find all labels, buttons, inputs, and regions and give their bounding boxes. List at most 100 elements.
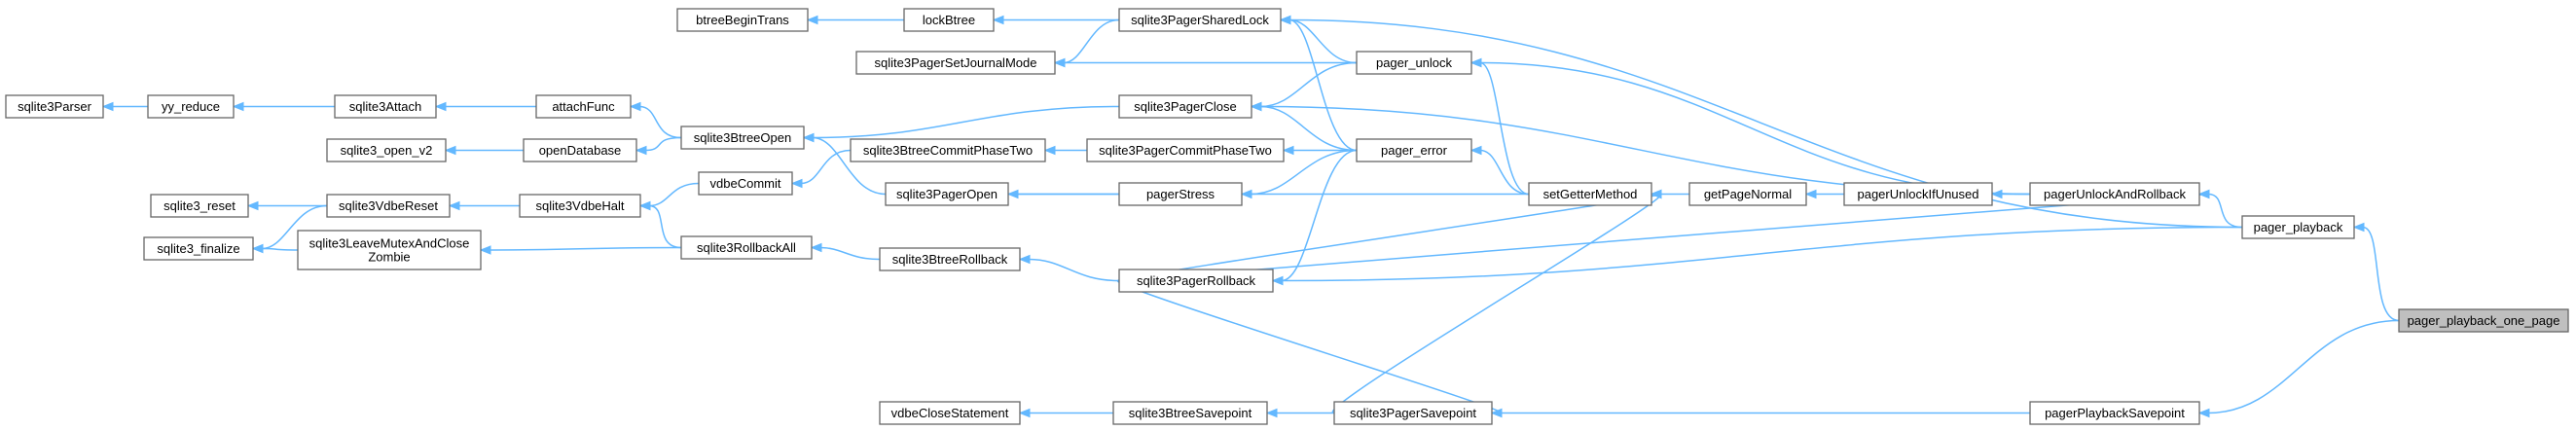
node-box [698,171,793,196]
node-label: sqlite3PagerRollback [1137,273,1256,288]
node-sqlite3_finalize[interactable]: sqlite3_finalize [143,236,254,261]
node-label: sqlite3PagerCommitPhaseTwo [1099,143,1272,158]
node-sqlite3VdbeHalt[interactable]: sqlite3VdbeHalt [519,194,641,218]
node-setGetterMethod[interactable]: setGetterMethod [1528,182,1652,206]
edge-arrowhead [1804,189,1817,199]
node-sqlite3_open_v2[interactable]: sqlite3_open_v2 [326,138,447,162]
node-sqlite3BtreeCommitPhaseTwo[interactable]: sqlite3BtreeCommitPhaseTwo [850,138,1046,162]
node-openDatabase[interactable]: openDatabase [523,138,637,162]
node-label: btreeBeginTrans [696,13,789,27]
node-sqlite3_reset[interactable]: sqlite3_reset [150,194,249,218]
node-sqlite3PagerSavepoint[interactable]: sqlite3PagerSavepoint [1333,401,1493,425]
node-pager_error[interactable]: pager_error [1356,138,1472,162]
edge-arrowhead [246,200,259,211]
node-label: vdbeCommit [710,176,781,191]
edge-arrowhead [1265,408,1278,418]
node-box [147,94,235,119]
edge-arrowhead [810,242,822,253]
edge-arrowhead [2352,222,2365,233]
node-label: sqlite3VdbeHalt [535,198,624,213]
node-pagerPlaybackSavepoint[interactable]: pagerPlaybackSavepoint [2029,401,2200,425]
node-label: attachFunc [552,99,615,114]
edge-openDatabase-to-sqlite3BtreeOpen [644,136,682,152]
edge-arrowhead [434,101,447,112]
node-label: setGetterMethod [1543,187,1638,201]
edge-vdbeCommit-to-sqlite3BtreeCommitPhaseTwo [800,149,852,185]
edge-arrowhead [2197,408,2210,418]
edge-arrowhead [1279,15,1291,25]
edge-arrowhead [1469,145,1482,156]
node-attachFunc[interactable]: attachFunc [535,94,632,119]
edge-sqlite3RollbackAll-to-sqlite3BtreeRollback [819,246,881,261]
edge-arrowhead [1018,254,1031,265]
node-label: pager_error [1381,143,1448,158]
edge-arrowhead [1043,145,1056,156]
node-sqlite3PagerSetJournalMode[interactable]: sqlite3PagerSetJournalMode [855,51,1056,75]
node-lockBtree[interactable]: lockBtree [903,8,995,32]
node-pager_unlock[interactable]: pager_unlock [1356,51,1472,75]
edge-arrowhead [1018,408,1031,418]
edge-sqlite3PagerSavepoint-to-sqlite3PagerRollback [1116,279,1502,414]
node-sqlite3BtreeRollback[interactable]: sqlite3BtreeRollback [879,247,1021,271]
edge-arrowhead [448,200,460,211]
node-btreeBeginTrans[interactable]: btreeBeginTrans [676,8,809,32]
node-pager_playback[interactable]: pager_playback [2241,215,2355,239]
node-pagerStress[interactable]: pagerStress [1118,182,1243,206]
edge-arrowhead [1053,57,1066,68]
edge-arrowhead [638,200,651,211]
node-box [523,138,637,162]
node-sqlite3PagerOpen[interactable]: sqlite3PagerOpen [885,182,1009,206]
node-label: sqlite3PagerOpen [896,187,998,201]
node-sqlite3PagerRollback[interactable]: sqlite3PagerRollback [1118,269,1274,293]
node-pager_playback_one_page: pager_playback_one_page [2398,308,2569,333]
edge-sqlite3PagerSharedLock-to-pager_error [1288,18,1358,152]
node-box [1118,94,1252,119]
node-sqlite3BtreeOpen[interactable]: sqlite3BtreeOpen [680,126,805,150]
node-pagerUnlockAndRollback[interactable]: pagerUnlockAndRollback [2029,182,2200,206]
edge-arrowhead [232,101,244,112]
node-sqlite3PagerSharedLock[interactable]: sqlite3PagerSharedLock [1118,8,1282,32]
edge-arrowhead [629,101,641,112]
edge-sqlite3PagerClose-to-pager_error [1259,105,1358,152]
edge-arrowhead [1271,275,1284,286]
node-sqlite3PagerClose[interactable]: sqlite3PagerClose [1118,94,1252,119]
node-label: pagerUnlockIfUnused [1857,187,1978,201]
edge-setGetterMethod-to-sqlite3PagerSavepoint [1331,193,1662,414]
node-pagerUnlockIfUnused[interactable]: pagerUnlockIfUnused [1843,182,1993,206]
node-box [2029,182,2200,206]
node-box [1112,401,1268,425]
node-box [676,8,809,32]
edge-setGetterMethod-to-sqlite3PagerRollback [1117,193,1661,282]
edge-arrowhead [2197,189,2210,199]
node-label: pager_unlock [1376,55,1453,70]
edge-arrowhead [251,243,264,254]
node-label: sqlite3PagerClose [1134,99,1237,114]
edge-arrowhead [790,178,803,189]
node-sqlite3BtreeSavepoint[interactable]: sqlite3BtreeSavepoint [1112,401,1268,425]
node-vdbeCloseStatement[interactable]: vdbeCloseStatement [879,401,1021,425]
node-box [1356,138,1472,162]
edges-layer [101,15,2400,418]
node-label: sqlite3_open_v2 [341,143,433,158]
edge-pager_error-to-setGetterMethod [1479,149,1530,196]
edge-arrowhead [1282,145,1294,156]
node-sqlite3VdbeReset[interactable]: sqlite3VdbeReset [326,194,451,218]
edge-sqlite3LeaveMutexAndCloseZombie-to-sqlite3RollbackAll [489,246,682,251]
node-vdbeCommit[interactable]: vdbeCommit [698,171,793,196]
edge-sqlite3VdbeHalt-to-vdbeCommit [648,182,700,207]
node-box [1356,51,1472,75]
node-label: sqlite3_reset [163,198,236,213]
node-getPageNormal[interactable]: getPageNormal [1688,182,1807,206]
node-box [150,194,249,218]
node-yy_reduce[interactable]: yy_reduce [147,94,235,119]
edge-pagerUnlockAndRollback-to-pager_playback [2207,193,2243,229]
node-sqlite3RollbackAll[interactable]: sqlite3RollbackAll [680,235,813,260]
node-sqlite3PagerCommitPhaseTwo[interactable]: sqlite3PagerCommitPhaseTwo [1086,138,1285,162]
node-sqlite3Parser[interactable]: sqlite3Parser [5,94,104,119]
node-box [143,236,254,261]
edge-arrowhead [635,145,647,156]
node-box [297,230,482,270]
edge-pager_unlock-to-setGetterMethod [1479,61,1530,196]
node-sqlite3Attach[interactable]: sqlite3Attach [334,94,437,119]
